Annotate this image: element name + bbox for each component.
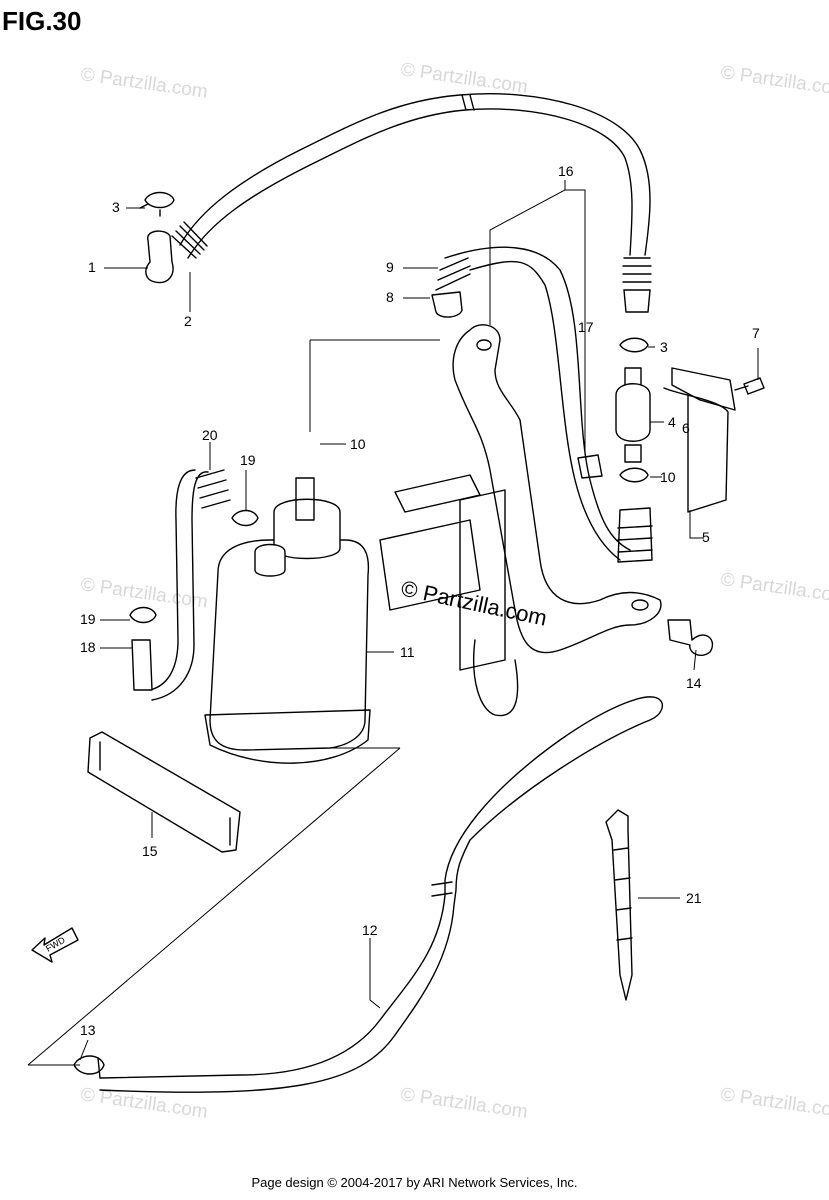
callout-5: 5 xyxy=(702,529,710,545)
callout-20: 20 xyxy=(202,427,218,443)
fwd-arrow-icon: FWD xyxy=(31,927,79,963)
cable-tie xyxy=(605,809,633,1001)
callout-4: 4 xyxy=(668,414,676,430)
watermark: © Partzilla.com xyxy=(79,1084,209,1123)
elbow-fitting xyxy=(145,230,174,284)
short-hose xyxy=(617,507,653,563)
mount-bracket xyxy=(663,367,765,513)
canister xyxy=(204,477,371,764)
callout-17: 17 xyxy=(578,319,594,335)
watermark: © Partzilla.com xyxy=(399,1084,529,1123)
bracket-assembly xyxy=(379,324,662,717)
callout-7: 7 xyxy=(752,325,760,341)
bolt xyxy=(667,619,714,656)
callout-21: 21 xyxy=(686,890,702,906)
callout-15: 15 xyxy=(142,843,158,859)
watermark: © Partzilla.com xyxy=(719,569,829,608)
upper-hose xyxy=(171,93,652,313)
callout-19: 19 xyxy=(240,452,256,468)
strap xyxy=(87,731,241,853)
callout-18: 18 xyxy=(80,639,96,655)
left-hose xyxy=(129,469,259,701)
callout-16: 16 xyxy=(558,163,574,179)
pad xyxy=(577,454,603,479)
callout-12: 12 xyxy=(362,922,378,938)
figure-title: FIG.30 xyxy=(2,6,81,36)
callout-3-right: 3 xyxy=(660,339,668,355)
watermark: © Partzilla.com xyxy=(79,64,209,103)
watermark-group: © Partzilla.com © Partzilla.com © Partzi… xyxy=(79,59,829,1123)
callout-19-lower: 19 xyxy=(80,611,96,627)
leader-lines xyxy=(27,180,759,1066)
watermark: © Partzilla.com xyxy=(399,59,529,98)
callout-10: 10 xyxy=(350,436,366,452)
callout-3: 3 xyxy=(112,199,120,215)
callout-2: 2 xyxy=(184,313,192,329)
check-valve xyxy=(615,337,651,483)
hose-clamp xyxy=(139,191,175,217)
callout-labels: 3 1 2 16 9 8 17 3 7 4 6 10 10 5 20 19 19… xyxy=(80,163,760,1038)
vent-hose-group xyxy=(431,246,631,561)
hose-joint xyxy=(431,881,453,897)
callout-9: 9 xyxy=(386,259,394,275)
callout-6: 6 xyxy=(682,420,690,436)
callout-10-right: 10 xyxy=(660,469,676,485)
callout-8: 8 xyxy=(386,289,394,305)
lower-hose xyxy=(97,696,663,1093)
callout-13: 13 xyxy=(80,1022,96,1038)
watermark: © Partzilla.com xyxy=(719,1084,829,1123)
callout-14: 14 xyxy=(686,675,702,691)
callout-11: 11 xyxy=(400,644,415,660)
footer-copyright: Page design © 2004-2017 by ARI Network S… xyxy=(251,1175,578,1190)
callout-1: 1 xyxy=(88,259,96,275)
lower-clamp xyxy=(73,1055,105,1075)
watermark: © Partzilla.com xyxy=(719,62,829,101)
